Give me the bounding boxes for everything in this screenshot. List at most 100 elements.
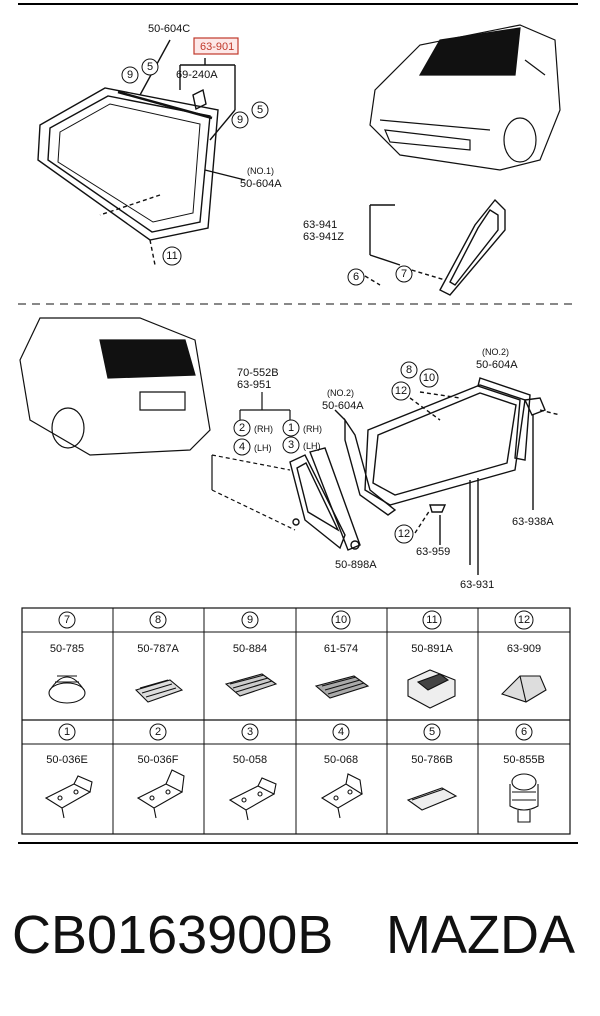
svg-text:7: 7 <box>401 268 407 280</box>
callout-5-front-right: 5 <box>251 101 269 119</box>
rear-car-illustration <box>19 317 211 456</box>
part-label: 50-068 <box>324 754 358 766</box>
svg-text:3: 3 <box>288 439 294 451</box>
table-cell-7: 7 50-785 <box>48 611 86 704</box>
table-cell-2: 2 50-036F <box>136 723 185 819</box>
part-50-855b-icon <box>509 773 539 823</box>
svg-text:11: 11 <box>166 250 177 262</box>
svg-text:3: 3 <box>247 726 253 738</box>
svg-text:5: 5 <box>429 726 435 738</box>
quarter-part-a-label: 63-941 <box>303 219 337 231</box>
rear-left-part-label: 50-604A <box>322 400 364 412</box>
lh-label-3: (LH) <box>303 441 321 451</box>
part-50-891a-icon <box>407 669 456 709</box>
rh-label-1: (RH) <box>303 424 322 434</box>
rear-right-part-label: 50-604A <box>476 359 518 371</box>
table-cell-10: 10 61-574 <box>314 610 370 699</box>
rear-left-tag: (NO.2) <box>327 388 354 398</box>
part-label: 50-036E <box>46 754 88 766</box>
callout-6-quarter: 6 <box>347 268 365 286</box>
part-label: 50-787A <box>137 643 179 655</box>
front-part-highlight-label: 63-901 <box>200 41 234 53</box>
svg-text:12: 12 <box>518 614 530 626</box>
quarter-part-b-label: 63-941Z <box>303 231 344 243</box>
svg-text:1: 1 <box>64 726 70 738</box>
callout-8-rear: 8 <box>400 361 418 379</box>
table-cell-9: 9 50-884 <box>224 611 278 697</box>
svg-text:4: 4 <box>338 726 344 738</box>
svg-text:5: 5 <box>257 104 263 116</box>
part-50-036e-icon <box>44 775 93 819</box>
lh-label-4: (LH) <box>254 443 272 453</box>
svg-text:6: 6 <box>521 726 527 738</box>
highlight-box <box>193 37 239 55</box>
front-windshield-assembly <box>37 39 246 266</box>
table-cell-12: 12 63-909 <box>500 610 547 703</box>
rear-part-938-label: 63-938A <box>512 516 554 528</box>
front-part-clip-label: 69-240A <box>176 69 218 81</box>
table-cell-4: 4 50-068 <box>320 723 364 819</box>
callout-9-front: 9 <box>121 66 139 84</box>
svg-text:9: 9 <box>237 114 243 126</box>
front-weatherstrip-label: 50-604A <box>240 178 282 190</box>
part-label: 50-058 <box>233 754 267 766</box>
front-weatherstrip-tag: (NO.1) <box>247 166 274 176</box>
rear-part-a-label: 70-552B <box>237 367 279 379</box>
svg-text:12: 12 <box>395 385 407 397</box>
svg-text:10: 10 <box>423 372 435 384</box>
callout-1-rear: 1 <box>282 419 300 437</box>
callout-9-front-right: 9 <box>231 111 249 129</box>
svg-text:10: 10 <box>335 614 347 626</box>
front-part-top-label: 50-604C <box>148 23 190 35</box>
svg-text:12: 12 <box>398 528 410 540</box>
callout-5-front: 5 <box>141 58 159 76</box>
svg-text:9: 9 <box>127 69 133 81</box>
svg-text:2: 2 <box>155 726 161 738</box>
rear-right-tag: (NO.2) <box>482 347 509 357</box>
parts-table <box>21 607 571 835</box>
part-label: 50-786B <box>411 754 453 766</box>
rear-part-931-label: 63-931 <box>460 579 494 591</box>
part-label: 50-855B <box>503 754 545 766</box>
footer: CB0163900B MAZDA <box>0 895 600 975</box>
quarter-glass-assembly <box>364 198 506 296</box>
table-cell-1: 1 50-036E <box>44 723 93 819</box>
svg-text:1: 1 <box>288 422 294 434</box>
part-50-884-icon <box>224 673 278 697</box>
svg-text:7: 7 <box>64 614 70 626</box>
table-cell-5: 5 50-786B <box>406 723 458 811</box>
front-car-illustration <box>369 24 561 171</box>
part-50-058-icon <box>228 777 277 821</box>
svg-text:11: 11 <box>426 614 437 626</box>
part-label: 50-785 <box>50 643 84 655</box>
part-63-909-icon <box>500 675 547 703</box>
rear-part-898-label: 50-898A <box>335 559 377 571</box>
svg-text:2: 2 <box>239 422 245 434</box>
table-cell-3: 3 50-058 <box>228 723 277 821</box>
rh-label-2: (RH) <box>254 424 273 434</box>
rear-part-b-label: 63-951 <box>237 379 271 391</box>
svg-text:5: 5 <box>147 61 153 73</box>
callout-12-rear-bottom: 12 <box>394 524 414 544</box>
callout-3-rear: 3 <box>282 436 300 454</box>
part-label: 50-036F <box>138 754 179 766</box>
rear-glass-assembly <box>334 377 561 575</box>
callout-4-rear: 4 <box>233 438 251 456</box>
table-cell-6: 6 50-855B <box>503 723 545 823</box>
part-label: 50-891A <box>411 643 453 655</box>
svg-text:6: 6 <box>353 271 359 283</box>
part-number: CB0163900B <box>12 905 334 965</box>
part-50-787a-icon <box>134 679 184 703</box>
callout-12-rear-top: 12 <box>391 381 411 401</box>
callout-2-rear: 2 <box>233 419 251 437</box>
brand-name: MAZDA <box>386 905 575 965</box>
part-50-785-icon <box>48 675 86 704</box>
svg-text:9: 9 <box>247 614 253 626</box>
rear-part-959-label: 63-959 <box>416 546 450 558</box>
svg-text:4: 4 <box>239 441 245 453</box>
table-cell-8: 8 50-787A <box>134 611 184 703</box>
part-label: 63-909 <box>507 643 541 655</box>
part-label: 50-884 <box>233 643 267 655</box>
part-61-574-icon <box>314 675 370 699</box>
